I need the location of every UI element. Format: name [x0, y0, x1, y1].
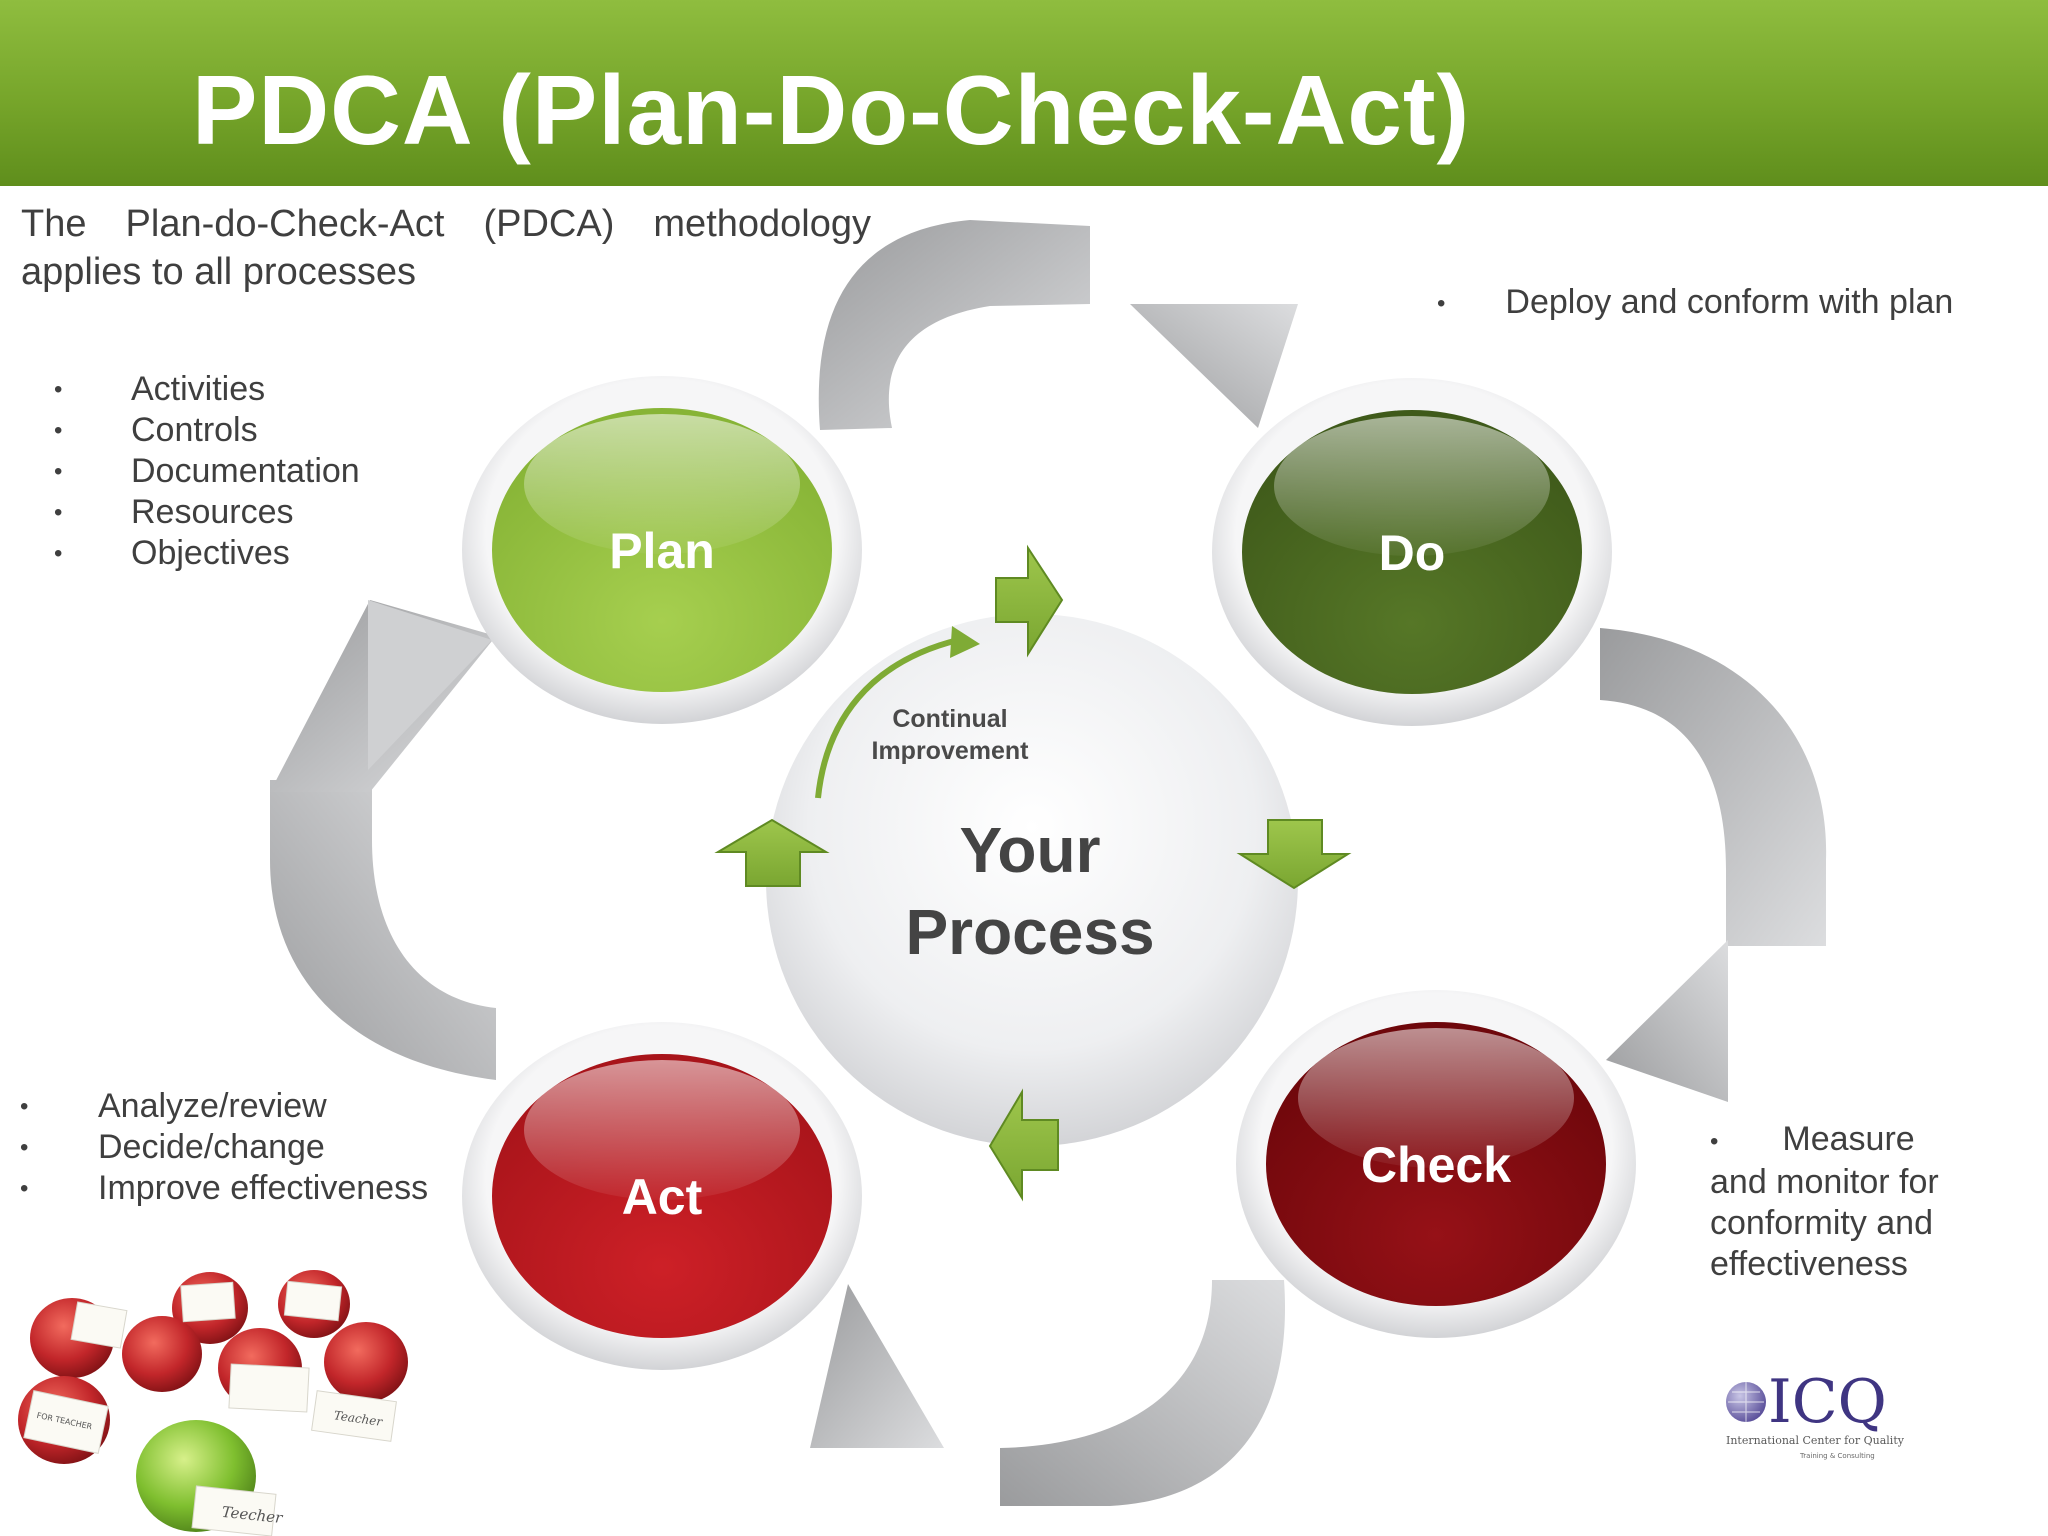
list-item: Activities [54, 369, 360, 410]
loop-arrow-plan-to-do [818, 220, 1298, 430]
act-label: Act [622, 1169, 703, 1225]
do-label: Do [1379, 525, 1446, 581]
continual-improvement-arrow [815, 637, 959, 799]
check-label: Check [1361, 1137, 1511, 1193]
continual-improvement-label: Continual [892, 705, 1007, 733]
center-process-label: Your [959, 814, 1100, 886]
center-process-circle [766, 614, 1298, 1146]
page-title: PDCA (Plan-Do-Check-Act) [192, 55, 1471, 165]
plan-label: Plan [609, 523, 715, 579]
act-node: Act [462, 1022, 862, 1370]
arrow-down-icon [1236, 819, 1352, 890]
plan-details-list: Activities Controls Documentation Resour… [54, 369, 360, 574]
do-node: Do [1212, 378, 1612, 726]
icq-logo: ICQ International Center for Quality Tra… [1726, 1372, 1905, 1460]
title-banner [0, 0, 2048, 186]
list-item: Objectives [54, 533, 360, 574]
list-item: Documentation [54, 451, 360, 492]
loop-arrow-check-to-act [810, 1280, 1286, 1506]
icq-name: International Center for Quality [1726, 1434, 1905, 1447]
intro-text: The Plan-do-Check-Act (PDCA) methodology… [21, 203, 871, 293]
svg-text:Improvement: Improvement [872, 737, 1030, 765]
check-note-text: Measure and monitor for conformity and e… [1710, 1120, 1939, 1283]
act-details-list: Analyze/review Decide/change Improve eff… [20, 1086, 428, 1209]
do-note-text: Deploy and conform with plan [1505, 283, 1954, 321]
do-note: •Deploy and conform with plan [1437, 283, 1954, 321]
plan-node: Plan [462, 376, 862, 724]
list-item: Decide/change [20, 1127, 428, 1168]
note-cards [23, 1280, 397, 1536]
list-item: Analyze/review [20, 1086, 428, 1127]
loop-arrow-act-to-plan [270, 600, 496, 1080]
arrow-right-icon [995, 544, 1064, 658]
apples-photo: Teecher FOR TEACHER Teacher [18, 1270, 408, 1536]
list-item: Improve effectiveness [20, 1168, 428, 1209]
check-node: Check [1236, 990, 1636, 1338]
loop-arrow-do-to-check [1600, 628, 1827, 1102]
arrow-up-icon [714, 818, 830, 887]
svg-text:Process: Process [905, 896, 1154, 968]
icq-wordmark: ICQ [1768, 1372, 1887, 1437]
list-item: Controls [54, 410, 360, 451]
list-item: Resources [54, 492, 360, 533]
icq-tagline: Training & Consulting [1799, 1452, 1875, 1460]
photo-tag-right: Teacher [333, 1408, 384, 1429]
check-note: •Measure and monitor for conformity and … [1710, 1120, 1939, 1283]
arrow-left-icon [988, 1088, 1059, 1202]
